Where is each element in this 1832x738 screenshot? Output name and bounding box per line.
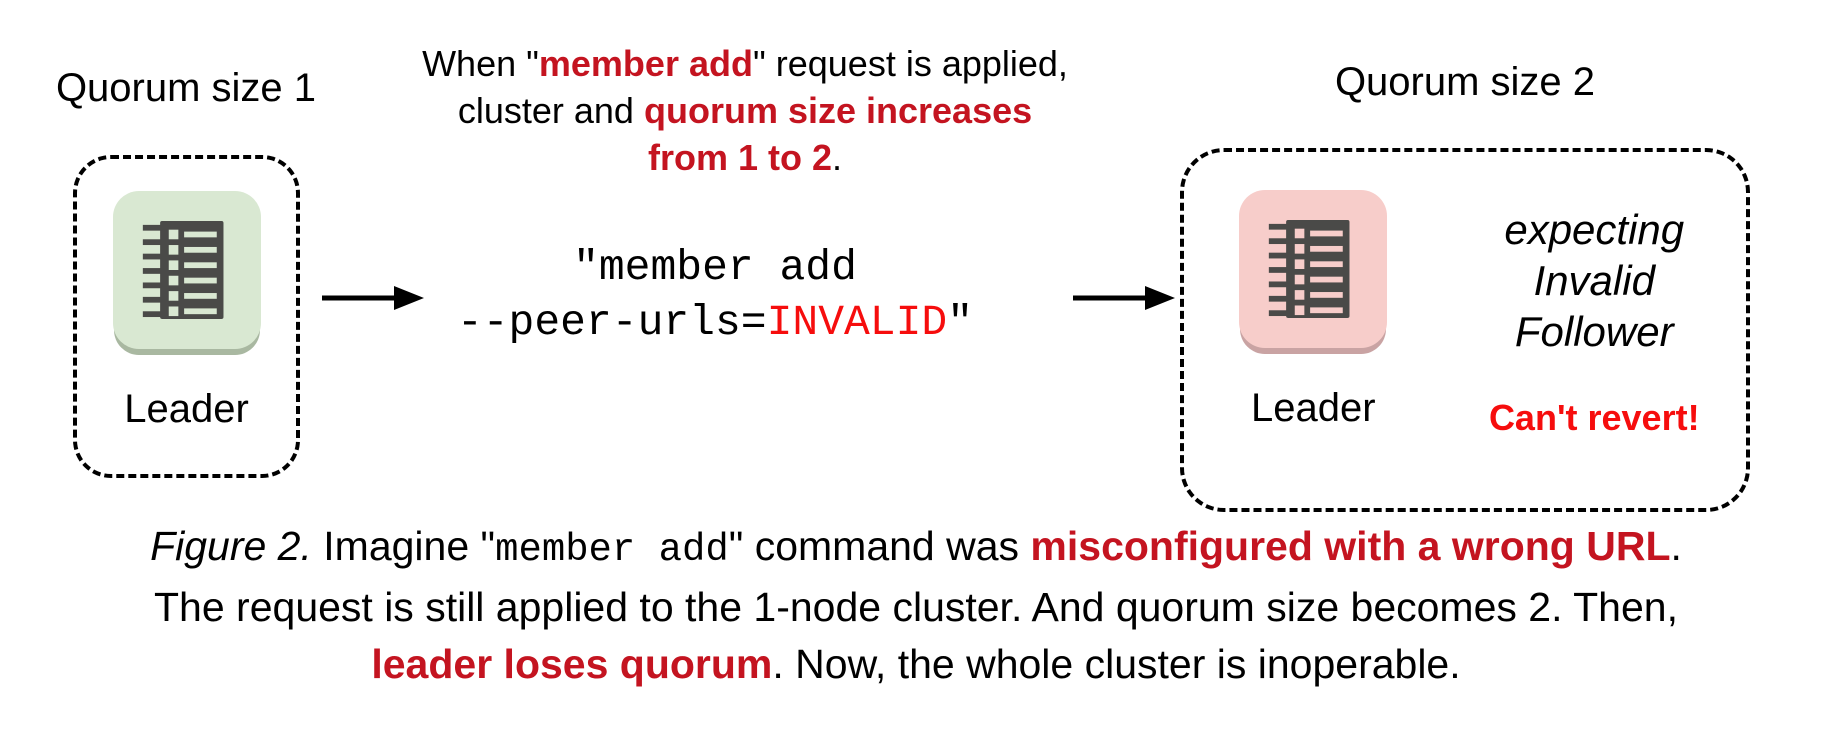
leader-node-tile-green [112, 191, 261, 349]
caption-text: Imagine " [311, 523, 496, 569]
command-line-2: --peer-urls=INVALID" [365, 295, 1065, 350]
caption-text: . Now, the whole cluster is inoperable. [772, 641, 1461, 687]
annotation-text: " request is applied, [752, 43, 1068, 84]
annotation-highlight: quorum size increases [643, 90, 1033, 131]
caption-text: " command was [728, 523, 1031, 569]
leader-label-left: Leader [124, 387, 249, 431]
command-close-quote: " [947, 298, 974, 347]
caption-highlight: misconfigured with a wrong URL [1030, 523, 1671, 569]
command-invalid-value: INVALID [766, 298, 948, 347]
expecting-line: Invalid [1533, 257, 1655, 304]
quorum-size-2-title: Quorum size 2 [1334, 60, 1596, 104]
expecting-invalid-follower-note: expecting Invalid Follower [1504, 204, 1684, 357]
right-text-column: expecting Invalid Follower Can't revert! [1443, 152, 1746, 508]
caption-text: . [1670, 523, 1682, 569]
command-flag: --peer-urls= [456, 298, 767, 347]
command-line-1: "member add [573, 243, 857, 292]
leader-node-tile-pink [1239, 190, 1388, 348]
figure-caption: Figure 2. Imagine "member add" command w… [0, 518, 1832, 693]
caption-line-2: The request is still applied to the 1-no… [154, 584, 1678, 630]
expecting-line: expecting [1504, 206, 1685, 253]
arrow-right-icon [322, 286, 424, 310]
expecting-line: Follower [1514, 308, 1674, 355]
ledger-icon [1269, 220, 1350, 318]
caption-line-3: leader loses quorum. Now, the whole clus… [0, 636, 1832, 693]
annotation-highlight: member add [538, 43, 753, 84]
arrow-right-icon [1073, 286, 1175, 310]
quorum-size-1-title: Quorum size 1 [55, 66, 317, 110]
caption-line-1: Figure 2. Imagine "member add" command w… [0, 518, 1832, 579]
figure-label: Figure 2. [150, 523, 312, 569]
right-node-column: Leader [1184, 152, 1443, 508]
annotation-highlight: from 1 to 2 [647, 137, 832, 178]
leader-label-right: Leader [1250, 386, 1376, 430]
annotation-text: . [832, 137, 843, 178]
caption-highlight: leader loses quorum [371, 641, 773, 687]
cant-revert-warning: Can't revert! [1488, 397, 1700, 438]
cluster-box-before: Leader [73, 155, 300, 478]
caption-code: member add [495, 528, 729, 572]
annotation-text: cluster and [457, 90, 644, 131]
cluster-box-after: Leader expecting Invalid Follower Can't … [1180, 148, 1750, 512]
member-add-command: "member add --peer-urls=INVALID" [365, 240, 1065, 350]
member-add-annotation: When "member add" request is applied, cl… [395, 40, 1095, 181]
annotation-text: When " [422, 43, 539, 84]
ledger-icon [142, 221, 223, 319]
